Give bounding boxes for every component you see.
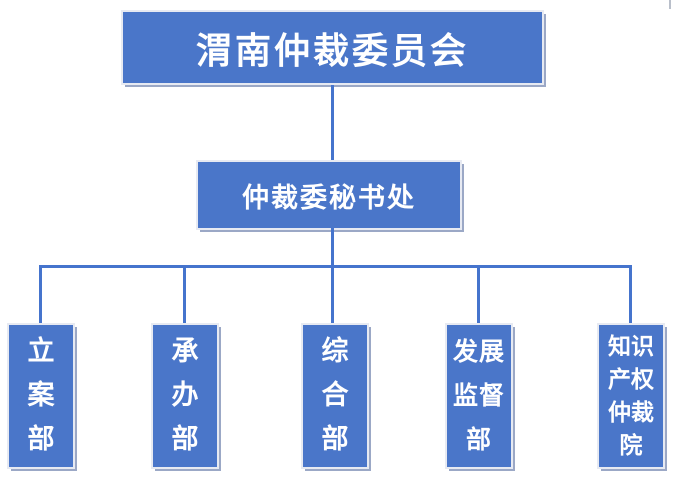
dept-box-case-filing: 立 案 部 [7, 323, 75, 469]
root-box: 渭南仲裁委员会 [121, 10, 544, 85]
root-box-label: 渭南仲裁委员会 [195, 29, 469, 72]
dept-box-label: 发展 监督 部 [452, 337, 505, 454]
dept-box-label: 承 办 部 [171, 336, 199, 455]
dept-box-development-supervision: 发展 监督 部 [445, 323, 513, 469]
connector-drop [629, 266, 632, 325]
connector-secretariat-stem [331, 228, 334, 268]
connector-horizontal-rail [39, 265, 632, 268]
secretariat-box: 仲裁委秘书处 [196, 160, 462, 230]
dept-box-general-affairs: 综 合 部 [301, 323, 369, 469]
secretariat-box-label: 仲裁委秘书处 [242, 182, 416, 214]
connector-drop [183, 266, 186, 325]
dept-box-label: 综 合 部 [321, 336, 349, 455]
dept-box-ip-arbitration-court: 知识 产权 仲裁 院 [597, 323, 665, 469]
connector-drop [39, 266, 42, 325]
connector-root-stem [331, 85, 334, 162]
dept-box-label: 立 案 部 [27, 336, 55, 455]
dept-box-label: 知识 产权 仲裁 院 [608, 333, 654, 459]
screen-edge-artifact [669, 0, 671, 9]
dept-box-undertaking: 承 办 部 [151, 323, 219, 469]
connector-drop [477, 266, 480, 325]
connector-drop [331, 266, 334, 325]
